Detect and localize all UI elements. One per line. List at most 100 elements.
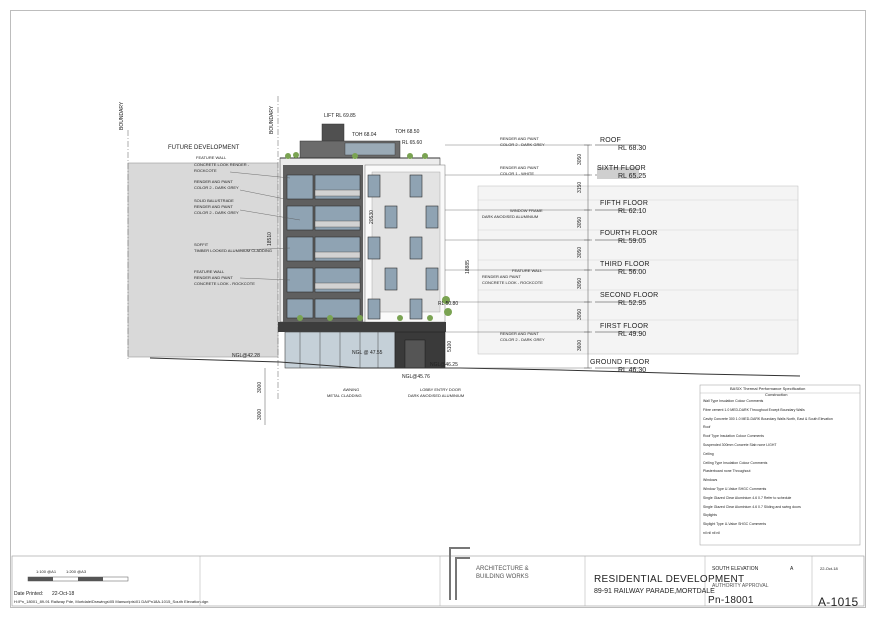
level-dim-4: 3050 [577,277,583,289]
spec-row: Cavity Concrete 300 1.0 MED-DARK Boundar… [703,416,833,421]
window-frame-label: WINDOW FRAME [510,208,543,213]
spec-row: Roof Type Insulation Colour Comments [703,434,765,439]
spec-row: Suspended 300mm Concrete Slab none LIGHT [703,443,777,447]
boundary-label-mid: BOUNDARY [269,105,275,134]
render-paint-right-label: RENDER AND PAINT [482,274,521,279]
spec-row: nil nil nil nil [703,531,720,535]
soffit-label: SOFFIT [194,242,209,247]
dim-3000-a: 3000 [257,381,263,393]
spec-row: Skylight Type U-Value SHGC Comments [703,522,767,527]
spec-row: Ceiling Type Insulation Colour Comments [703,460,768,465]
dim-18885: 18885 [465,260,471,274]
date-printed-label: Date Printed: [14,591,44,597]
level-dim-2: 3050 [577,216,583,228]
lobby-door-label: LOBBY ENTRY DOOR [420,387,461,392]
level-rl-2: RL 62.10 [618,208,647,215]
title-block [11,555,865,607]
rev-date: 22-Oct-18 [820,566,838,571]
feature-wall-left-label: FEATURE WALL [194,269,225,274]
dim-20530: 20530 [369,210,375,224]
colour-top-label: COLOR 2 - DARK GREY [500,142,545,147]
level-name-2: FIFTH FLOOR [600,200,649,207]
future-development-mass [127,162,279,358]
feature-wall-right-label: FEATURE WALL [512,268,543,273]
future-development-label: FUTURE DEVELOPMENT [168,145,240,151]
rockcote-label: ROCKCOTE [194,168,217,173]
natural-ground-line [149,357,801,377]
level-rl-0: RL 68.30 [618,145,647,152]
toh-label-2: TOH 68.50 [395,129,420,135]
render-paint-left-label: RENDER AND PAINT [194,275,233,280]
feature-wall-top-label: FEATURE WALL [196,155,227,160]
spec-row: Plasterboard none Throughout [703,469,751,474]
spec-row: Ceiling [703,451,714,456]
spec-row: Roof [703,425,711,430]
level-name-4: THIRD FLOOR [600,261,650,268]
level-rl-4: RL 56.00 [618,269,647,276]
concrete-look-left-label: CONCRETE LOOK - ROCKCOTE [194,281,255,286]
drawing-number: A-1015 [818,595,859,609]
level-rl-1: RL 65.25 [618,173,647,180]
dim-18510: 18510 [267,232,273,246]
colour-bottom-label: COLOR 2 - DARK GREY [500,337,545,342]
dark-anodised-label: DARK ANODISED ALUMINIUM [482,214,539,219]
ngl-42-28-label: NGL@42.28 [232,353,260,359]
concrete-look-label: CONCRETE LOOK RENDER - [194,162,250,167]
ngl-46-25-label: NGL@46.25 [430,362,458,368]
metal-cladding-label: METAL CLADDING [327,393,362,398]
basix-spec-table [699,384,861,546]
level-rl-6: RL 49.90 [618,331,647,338]
level-rl-7: RL 46.30 [618,367,647,374]
level-name-7: GROUND FLOOR [590,359,650,366]
date-printed-value: 22-Oct-18 [52,591,75,597]
level-name-1: SIXTH FLOOR [597,165,646,172]
level-name-5: SECOND FLOOR [600,292,659,299]
spec-row: Wall Type Insulation Colour Comments [703,399,764,403]
render-paint-white-label: RENDER AND PAINT [500,165,539,170]
spec-row: Single Glazed Clear Aluminium 4.6 0.7 Sl… [703,504,801,509]
render-paint-label-2: RENDER AND PAINT [194,204,233,209]
file-path: H:\Pn_18001_89-91 Railway Pde, Mortdale\… [14,599,209,604]
revision: A [790,566,794,572]
drawing-title: SOUTH ELEVATION [712,566,759,572]
level-name-0: ROOF [600,137,622,144]
project-title-line2: 89-91 RAILWAY PARADE,MORTDALE [594,588,715,595]
colour-white-label: COLOR 1 - WHITE [500,171,535,176]
firm-name-line1: ARCHITECTURE & [476,566,529,572]
colour-grey-label-1: COLOR 2 - DARK GREY [194,185,239,190]
awning-label: AWNING [343,387,360,392]
dark-anodised-2-label: DARK ANODISED ALUMINIUM [408,393,465,398]
spec-title: BASIX Thermal Performance Specification [730,386,806,391]
firm-logo [449,547,470,600]
level-rl-3: RL 59.05 [618,238,647,245]
colour-grey-label-2: COLOR 2 - DARK GREY [194,210,239,215]
dim-5100: 5100 [447,340,453,352]
project-title-line1: RESIDENTIAL DEVELOPMENT [594,574,745,585]
spec-row: Skylights [703,513,718,518]
spec-row: Window Type U-Value SHGC Comments [703,487,767,491]
level-dim-6: 3600 [577,339,583,351]
spec-subtitle: Construction [765,392,788,397]
awning [278,322,446,332]
scale-label-2: 1:200 @A3 [66,569,87,574]
boundary-label-left: BOUNDARY [119,101,125,130]
scale-label-1: 1:100 @A1 [36,569,57,574]
ngl-45-76-label: NGL@45.76 [402,374,430,380]
spec-row: Single Glazed Clear Aluminium 4.6 0.7 Re… [703,495,792,500]
level-dim-3: 3050 [577,246,583,258]
lift-rl-label: LIFT RL 69.85 [324,113,356,119]
render-paint-bottom-label: RENDER AND PAINT [500,331,539,336]
rl-65-60-label: RL 65.60 [402,140,423,146]
concrete-look-right-label: CONCRETE LOOK - ROCKCOTE [482,280,543,285]
dim-3000-b: 3000 [257,408,263,420]
level-dim-5: 3050 [577,308,583,320]
level-dim-0: 3050 [577,153,583,165]
firm-name-line2: BUILDING WORKS [476,574,529,580]
project-number: Pn-18001 [708,595,754,606]
level-rl-5: RL 52.95 [618,300,647,307]
render-paint-label-1: RENDER AND PAINT [194,179,233,184]
level-dim-1: 3150 [577,181,583,193]
ngl-47-55-label: NGL @ 47.55 [352,350,383,356]
rl-50-80-label: RL 50.80 [438,301,459,307]
